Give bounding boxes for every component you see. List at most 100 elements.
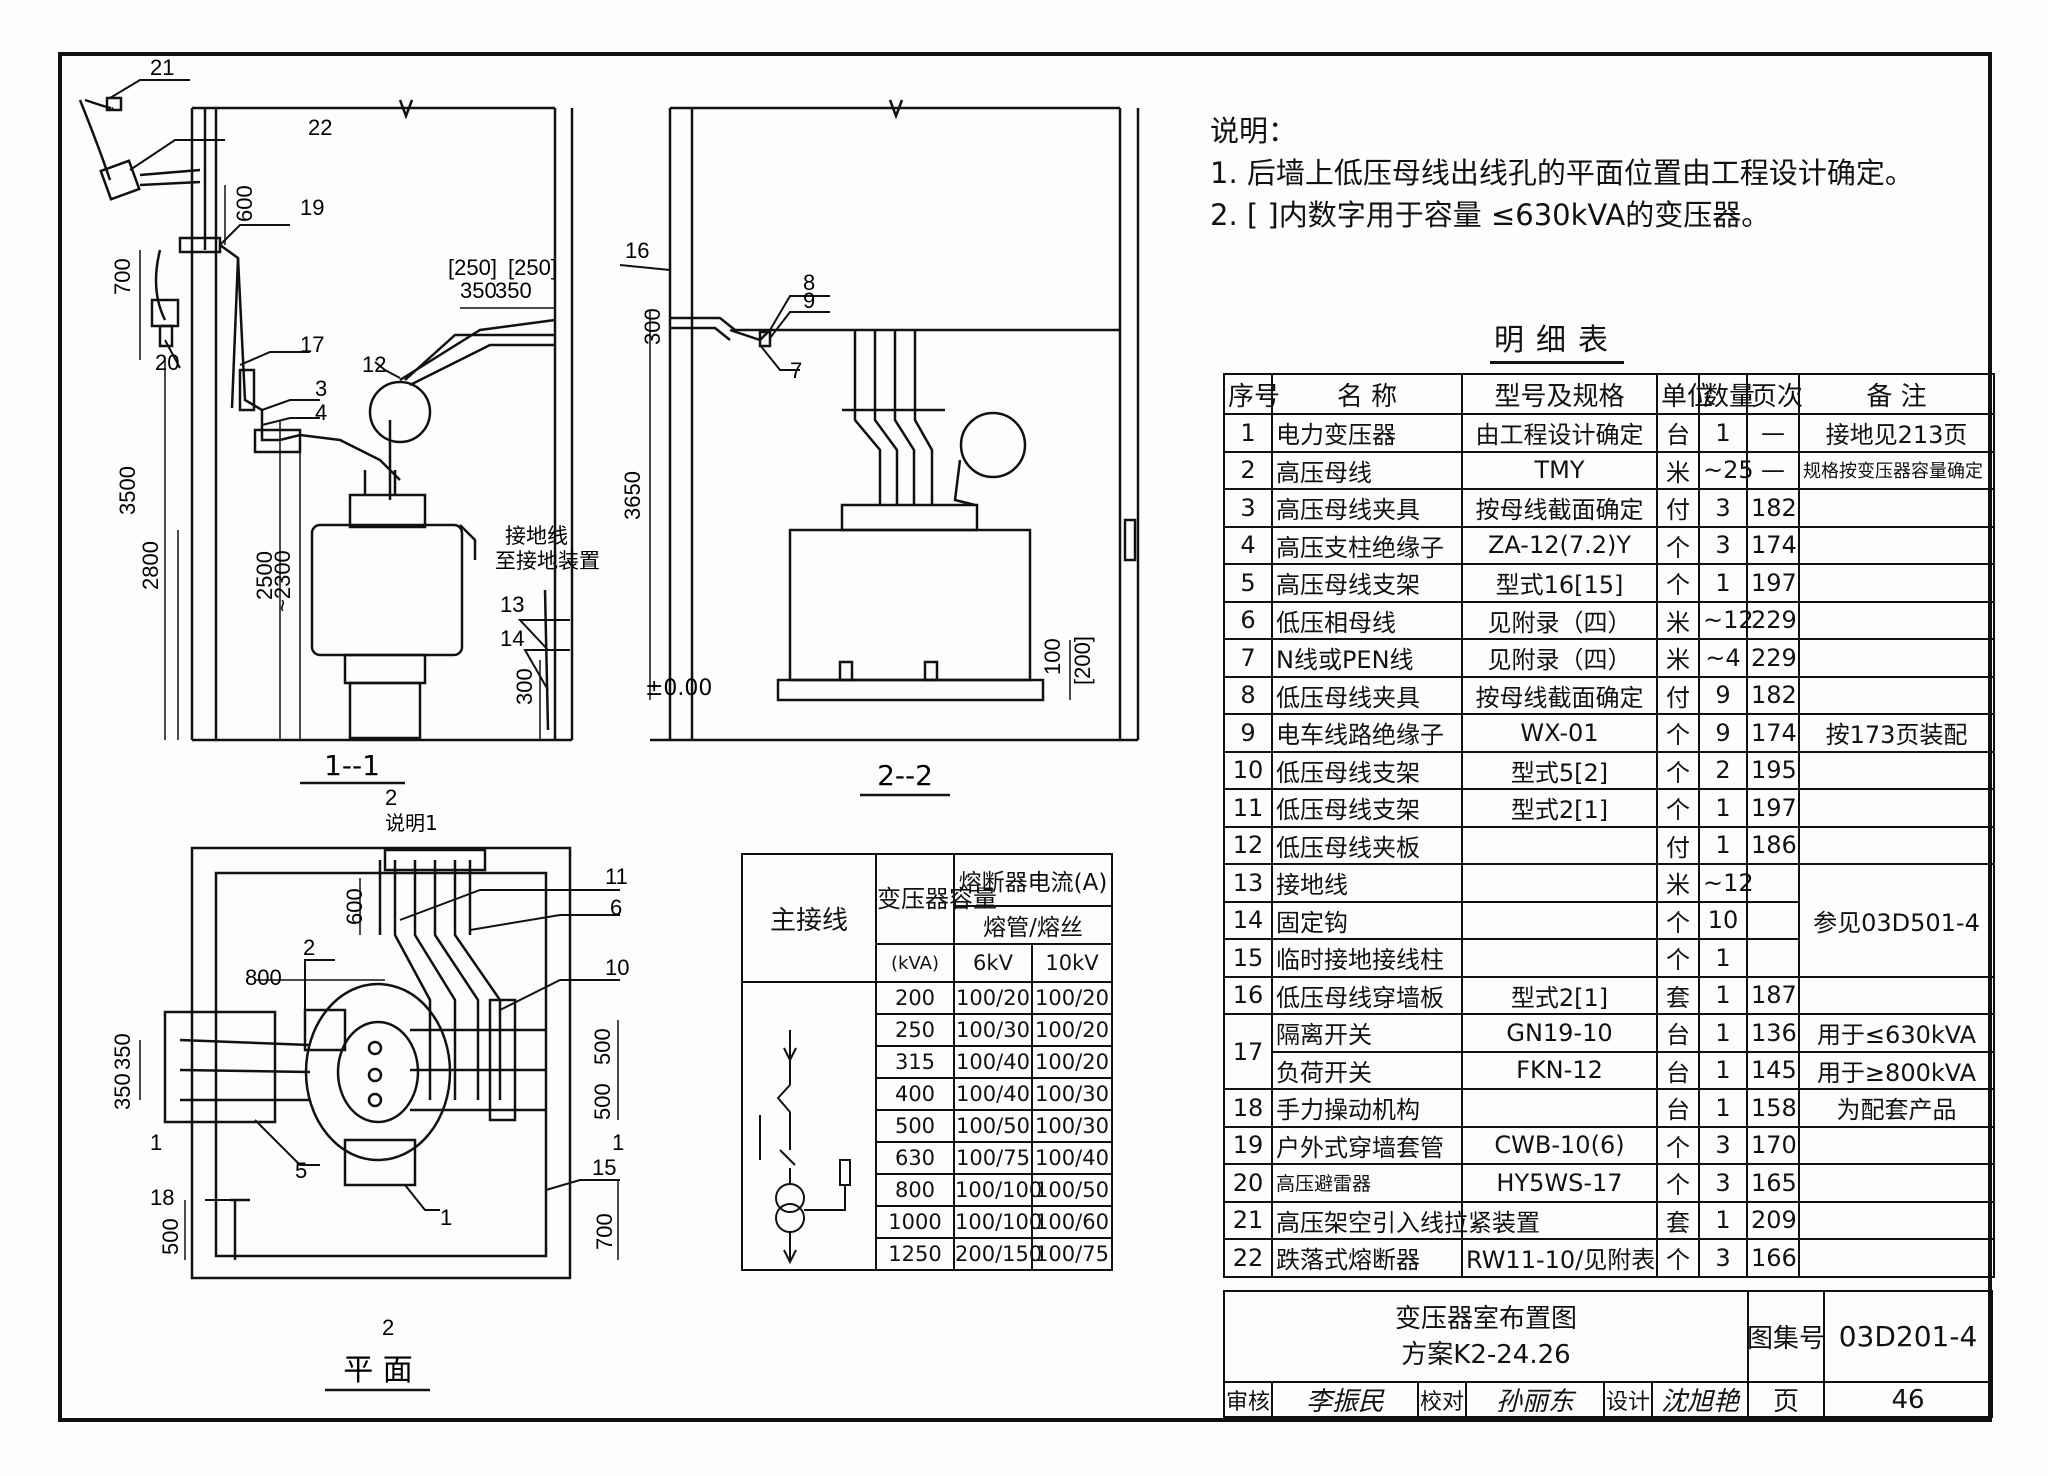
bom-cell: 3 — [1223, 488, 1273, 528]
drawing-callout: 2 — [382, 1315, 394, 1340]
drawing-callout: ~2300 — [270, 550, 295, 612]
bom-cell: 个 — [1656, 900, 1700, 940]
drawing-callout: 13 — [500, 592, 524, 617]
fuse-cell: 1000 — [875, 1205, 955, 1239]
bom-cell: 22 — [1223, 1238, 1273, 1278]
bom-cell: 3 — [1698, 525, 1748, 565]
bom-cell: 165 — [1746, 1163, 1800, 1203]
note-1: 1. 后墙上低压母线出线孔的平面位置由工程设计确定。 — [1210, 156, 1914, 190]
bom-cell — [1461, 900, 1658, 940]
drawing-callout: 11 — [605, 864, 628, 889]
note-ref-label: 说明1 — [385, 811, 438, 835]
bom-cell: 型式5[2] — [1461, 750, 1658, 790]
drawing-callout: 14 — [500, 626, 524, 651]
bom-cell: 米 — [1656, 863, 1700, 903]
bom-cell: RW11-10/见附表 — [1461, 1238, 1658, 1278]
voltage-10kv-header: 10kV — [1031, 943, 1113, 983]
bom-merged-remark: 参见03D501-4 — [1798, 863, 1995, 978]
drawing-callout: 21 — [150, 55, 174, 80]
drawing-callout: 300 — [512, 668, 537, 705]
callout-layer: 2122192017341213141689721161051811560070… — [110, 55, 1095, 1340]
bom-cell: 170 — [1746, 1125, 1800, 1165]
section-1-1-label: 1--1 — [324, 749, 380, 782]
bom-cell: 136 — [1746, 1013, 1800, 1053]
bom-cell: 见附录（四） — [1461, 638, 1658, 678]
bom-cell — [1798, 788, 1995, 828]
bom-cell — [1798, 488, 1995, 528]
bom-cell: 19 — [1223, 1125, 1273, 1165]
bom-cell: 195 — [1746, 750, 1800, 790]
bom-cell — [1798, 638, 1995, 678]
drawing-callout: 7 — [790, 358, 802, 383]
bom-cell: 1 — [1698, 938, 1748, 978]
fuse-sub-header: 熔管/熔丝 — [953, 905, 1113, 945]
bom-cell: 户外式穿墙套管 — [1271, 1125, 1463, 1165]
bom-cell: 个 — [1656, 788, 1700, 828]
bom-cell: 见附录（四） — [1461, 600, 1658, 640]
bom-cell: 台 — [1656, 1013, 1700, 1053]
bom-cell: 高压架空引入线拉紧装置 — [1271, 1200, 1540, 1240]
fuse-cell: 100/20 — [1031, 981, 1113, 1015]
bom-cell — [1461, 1088, 1658, 1128]
level-label: ±0.00 — [645, 676, 712, 701]
drawing-callout: 2 — [385, 785, 397, 810]
drawing-callout: 500 — [590, 1083, 615, 1120]
bom-cell — [1798, 1238, 1995, 1278]
plan-view — [163, 846, 572, 1280]
bom-cell: 2 — [1223, 450, 1273, 490]
drawing-callout: 4 — [315, 400, 327, 425]
fuse-cell: 100/30 — [953, 1013, 1033, 1047]
bom-cell: 3 — [1698, 1163, 1748, 1203]
bom-cell: 低压母线支架 — [1271, 750, 1463, 790]
fuse-cell: 200 — [875, 981, 955, 1015]
main-wiring-header: 主接线 — [741, 853, 877, 983]
bom-cell: 1 — [1698, 788, 1748, 828]
bom-cell: 负荷开关 — [1271, 1050, 1463, 1090]
bom-cell: 1 — [1698, 1050, 1748, 1090]
bom-cell — [1798, 825, 1995, 865]
bom-cell — [1461, 1200, 1658, 1240]
bom-cell: 个 — [1656, 713, 1700, 753]
drawing-callout: 700 — [592, 1213, 617, 1250]
bom-cell: 1 — [1698, 1088, 1748, 1128]
bom-cell: 7 — [1223, 638, 1273, 678]
atlas-label: 图集号 — [1747, 1290, 1825, 1383]
fuse-cell: 100/50 — [1031, 1173, 1113, 1207]
bom-header: 单位 — [1656, 373, 1713, 415]
bom-cell: WX-01 — [1461, 713, 1658, 753]
drawing-callout: 600 — [232, 185, 257, 222]
fuse-cell: 100/40 — [953, 1077, 1033, 1111]
design-label: 设计 — [1603, 1381, 1653, 1418]
bom-cell: 229 — [1746, 638, 1800, 678]
bom-cell: 10 — [1698, 900, 1748, 940]
bom-cell: 型式16[15] — [1461, 563, 1658, 603]
drawing-callout: 350 — [110, 1033, 135, 1070]
section-1-1-view — [78, 96, 574, 742]
fuse-header: 熔断器电流(A) — [953, 853, 1113, 907]
check-label: 校对 — [1417, 1381, 1467, 1418]
title-cell: 变压器室布置图 方案K2-24.26 — [1223, 1290, 1749, 1383]
bom-cell: 1 — [1698, 413, 1748, 453]
bom-cell: 个 — [1656, 1163, 1700, 1203]
fuse-cell: 100/20 — [953, 981, 1033, 1015]
bom-cell: 187 — [1746, 975, 1800, 1015]
bom-cell: 158 — [1746, 1088, 1800, 1128]
bom-header-row: 序号 名 称 型号及规格 单位 数量 页次 备 注 — [1223, 373, 1995, 415]
section-2-2-label: 2--2 — [877, 759, 933, 792]
fuse-cell: 1250 — [875, 1237, 955, 1271]
bom-cell: 固定钩 — [1271, 900, 1463, 940]
bom-cell — [1798, 675, 1995, 715]
